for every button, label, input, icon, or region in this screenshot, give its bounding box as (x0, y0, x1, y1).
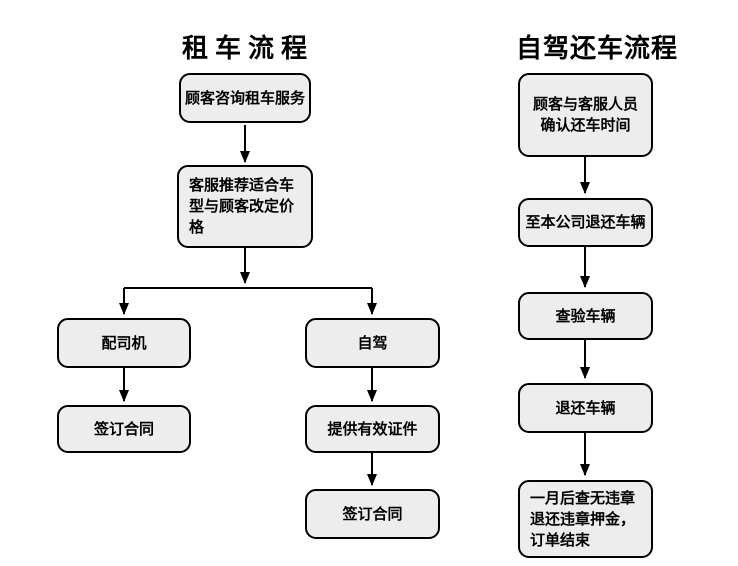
left-flow-title: 租车流程 (181, 34, 314, 64)
node-return-to-company: 至本公司退还车辆 (518, 198, 653, 247)
node-provide-documents: 提供有效证件 (305, 405, 440, 453)
node-deposit-refund: 一月后查无违章 退还违章押金， 订单结束 (518, 480, 653, 558)
node-sign-contract-self: 签订合同 (305, 489, 440, 539)
node-inquiry: 顾客咨询租车服务 (179, 73, 311, 123)
right-flow-title: 自驾还车流程 (515, 34, 678, 64)
node-recommend: 客服推荐适合车 型与顾客改定价 格 (177, 165, 313, 248)
node-sign-contract-driver: 签订合同 (57, 405, 191, 453)
node-inspect-vehicle: 查验车辆 (518, 292, 653, 340)
node-self-drive: 自驾 (305, 318, 440, 368)
node-with-driver: 配司机 (57, 318, 191, 368)
node-confirm-return-time: 顾客与客服人员 确认还车时间 (518, 73, 653, 157)
node-return-vehicle: 退还车辆 (518, 383, 653, 433)
